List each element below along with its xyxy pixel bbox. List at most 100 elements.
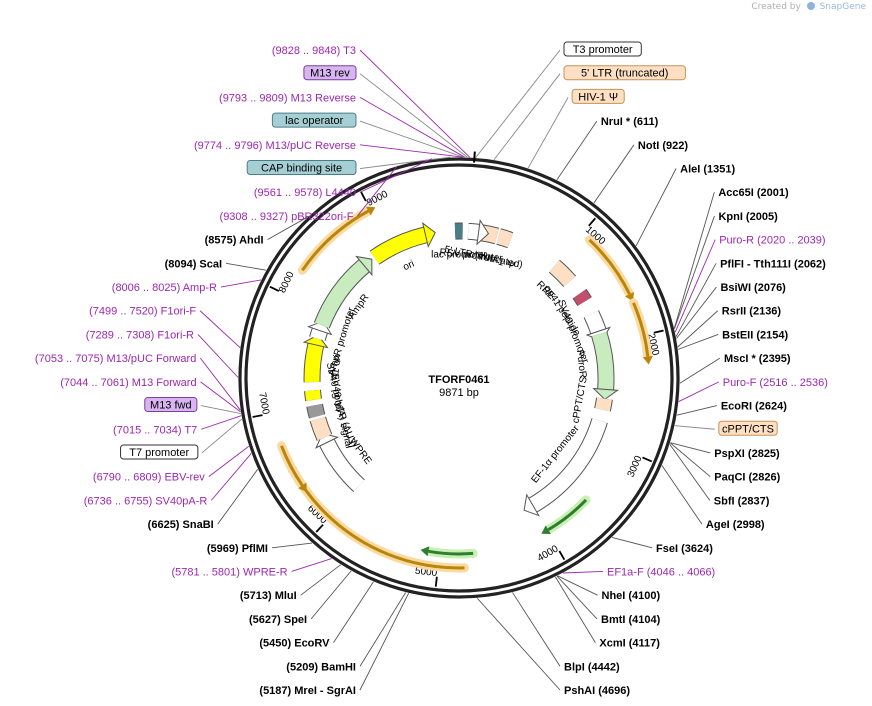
plasmid-size: 9871 bp [439,387,479,399]
label-right-6: Acc65I (2001) [718,187,789,199]
leader-left-21 [271,542,313,549]
leader-right-21 [611,536,653,549]
orf-2-line [291,469,465,570]
ruler-tick [252,414,263,418]
green-orf-0-head [541,525,551,534]
label-right-21: FseI (3624) [656,543,713,555]
plasmid-name: TFORF0461 [428,374,489,386]
ruler-label: 9000 [365,189,390,209]
label-left-16: (7015 .. 7034) T7 [113,424,197,436]
leader-left-26 [359,592,407,667]
leader-right-18 [669,442,711,478]
label-right-0: T3 promoter [573,44,633,56]
label-right-24: BmtI (4104) [601,614,661,626]
label-left-27: (5187) MreI - SgrAI [259,685,356,697]
feature-14-label: f1 ori [330,354,343,377]
leader-right-24 [556,575,598,620]
label-right-3: NruI * (611) [601,116,659,128]
green-orf-1-line [428,549,474,556]
leader-right-0 [475,49,561,158]
feature-9-arrowhead [523,493,540,517]
leader-right-23 [557,575,598,596]
brand-created-by: Created by [751,2,801,12]
leader-left-0 [359,49,471,158]
ruler-tick [558,550,566,561]
label-right-23: NheI (4100) [602,590,661,602]
leader-right-16 [674,425,715,430]
feature-12-body [307,403,325,419]
leader-left-14 [200,381,241,413]
snapgene-logo-icon [806,2,815,10]
ruler-tick [315,524,324,533]
label-left-4: (9774 .. 9796) M13/pUC Reverse [194,140,356,152]
leader-right-22 [562,571,604,574]
brand-name: SnapGene [819,2,866,12]
label-left-5: CAP binding site [261,163,342,175]
ruler-label: 4000 [536,543,561,564]
feature-17-arrowhead [421,221,436,249]
feature-13-label: SV40 ori [329,373,344,412]
leader-right-2 [527,97,569,169]
leader-left-10 [220,279,262,288]
label-left-23: (5713) MluI [240,590,297,602]
label-box-left-1 [303,65,357,81]
label-left-14: (7044 .. 7061) M13 Forward [60,377,196,389]
label-left-6: (9561 .. 9578) L4440 [254,187,356,199]
ruler-label: 3000 [626,454,645,479]
leader-left-4 [359,144,463,158]
leader-right-15 [676,405,717,416]
feature-7-body [591,331,614,390]
label-right-12: BstEII (2154) [722,329,788,341]
feature-5-body [573,289,592,306]
leader-left-6 [359,158,433,193]
label-right-16: cPPT/CTS [722,423,774,435]
feature-0-label: lac promoter [431,250,487,261]
leader-left-19 [210,453,252,501]
label-left-24: (5627) SpeI [249,614,307,626]
snapgene-brand[interactable]: Created by SnapGene [751,2,866,12]
leader-right-11 [677,310,719,348]
leader-left-5 [359,156,451,169]
label-left-9: (8094) ScaI [165,258,222,270]
label-right-17: PspXI (2825) [714,448,780,460]
label-box-right-2 [571,88,625,104]
leader-left-17 [201,418,243,454]
label-box-right-0 [563,41,642,57]
map-center-layer: TFORF0461 9871 bp [428,374,489,399]
leader-right-14 [678,381,719,402]
label-left-26: (5209) BamHI [286,661,356,673]
leader-right-17 [670,442,711,454]
green-orf-0-line [547,498,588,531]
leader-right-7 [674,215,715,329]
leader-right-19 [669,444,711,501]
label-left-3: lac operator [285,115,343,127]
leader-right-26 [512,592,561,667]
feature-13-body [305,389,322,401]
map-orfs-layer [277,206,653,573]
backbone-inner-ring [244,163,674,593]
label-left-0: (9828 .. 9848) T3 [272,45,356,57]
label-right-7: KpnI (2005) [718,211,778,223]
label-right-8: Puro-R (2020 .. 2039) [719,235,825,247]
feature-7-label: PuroR [574,349,588,378]
ruler-tick [269,285,280,292]
label-left-10: (8006 .. 8025) Amp-R [112,282,217,294]
feature-11-body [310,416,332,441]
leader-left-8 [267,216,308,241]
label-box-right-16 [718,420,778,436]
label-left-22: (5781 .. 5801) WPRE-R [171,566,287,578]
feature-17-label: ori [401,259,416,274]
label-left-21: (5969) PflMI [207,543,268,555]
orf-3-head [365,206,376,216]
ruler-tick [588,217,596,227]
origin-tick [473,151,476,163]
feature-17-body [370,227,428,264]
leader-left-11 [199,310,241,348]
leader-left-18 [208,445,250,478]
orf-4-head [298,482,307,492]
leader-right-25 [554,576,596,643]
label-right-13: MscI * (2395) [724,353,791,365]
leader-left-22 [291,558,332,572]
